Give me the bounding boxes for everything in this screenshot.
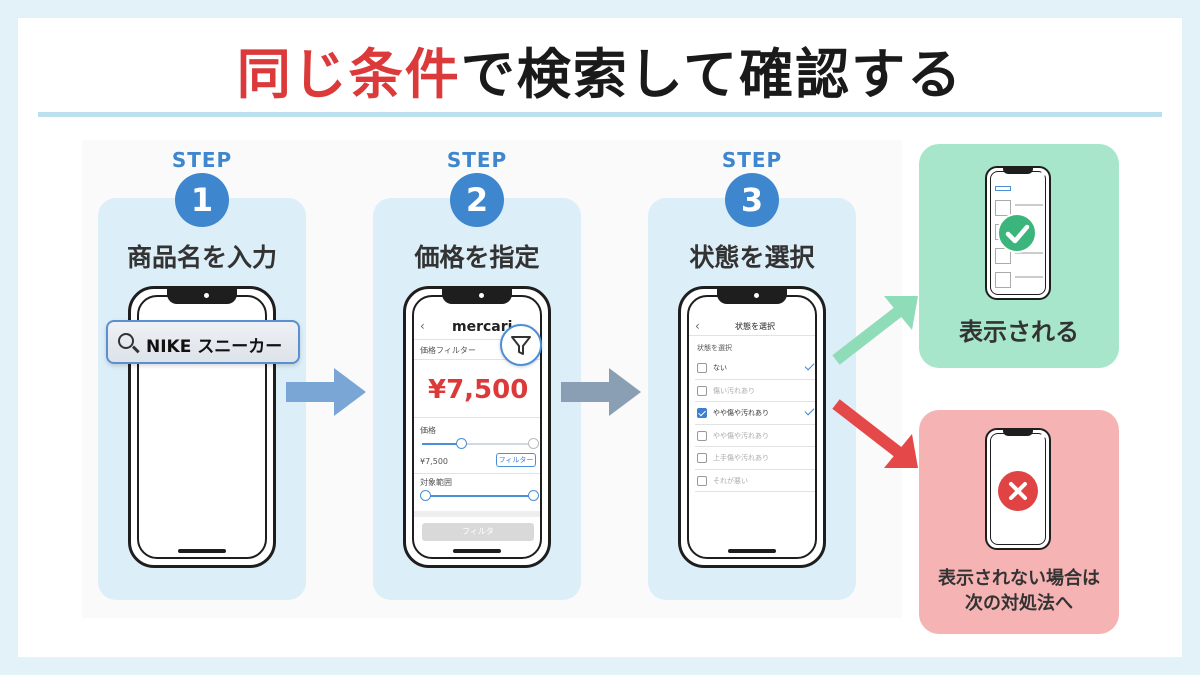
price-slider-max-handle[interactable] bbox=[528, 438, 539, 449]
step-2-word: STEP bbox=[446, 148, 508, 172]
mini-thumb bbox=[995, 200, 1011, 216]
funnel-shape bbox=[511, 336, 531, 355]
check-icon bbox=[804, 360, 815, 371]
check-icon bbox=[804, 405, 815, 416]
range-max-handle[interactable] bbox=[528, 490, 539, 501]
step-3-phone: ‹ 状態を選択 状態を選択 ない傷い汚れありやや傷や汚れありやや傷や汚れあり上手… bbox=[678, 286, 826, 568]
divider bbox=[414, 417, 540, 418]
check-circle-icon bbox=[997, 213, 1037, 253]
row-divider bbox=[695, 446, 815, 447]
range-slider bbox=[426, 495, 532, 497]
condition-label: 上手傷や汚れあり bbox=[713, 454, 769, 462]
condition-checkbox[interactable] bbox=[697, 363, 707, 373]
condition-label: それが悪い bbox=[713, 476, 748, 485]
back-chevron-icon[interactable]: ‹ bbox=[695, 319, 700, 333]
title-divider bbox=[38, 112, 1162, 117]
divider bbox=[414, 511, 540, 517]
fail-label: 表示されない場合は 次の対処法へ bbox=[919, 566, 1119, 616]
condition-option[interactable]: ない bbox=[689, 357, 815, 380]
fail-label-line1: 表示されない場合は bbox=[938, 568, 1100, 589]
price-label: 価格 bbox=[420, 426, 436, 435]
step-3-badge: 3 bbox=[725, 173, 779, 227]
condition-label: 傷い汚れあり bbox=[713, 386, 755, 395]
mini-line bbox=[1015, 276, 1043, 278]
condition-option[interactable]: やや傷や汚れあり bbox=[689, 425, 815, 447]
price-slider-fill bbox=[422, 443, 462, 445]
back-chevron-icon[interactable]: ‹ bbox=[420, 319, 425, 333]
condition-option[interactable]: 傷い汚れあり bbox=[689, 380, 815, 402]
title-rest: で検索して確認する bbox=[460, 43, 964, 106]
apply-filter-button[interactable]: フィルタ bbox=[422, 523, 534, 541]
range-min-handle[interactable] bbox=[420, 490, 431, 501]
condition-label: ない bbox=[713, 364, 727, 372]
condition-option[interactable]: 上手傷や汚れあり bbox=[689, 447, 815, 470]
arrow-right-icon bbox=[286, 368, 366, 416]
mini-line bbox=[1015, 204, 1043, 206]
condition-label: やや傷や汚れあり bbox=[713, 431, 769, 440]
phone-home-bar bbox=[728, 549, 776, 553]
search-input[interactable]: NIKE スニーカー bbox=[106, 320, 300, 364]
phone-notch bbox=[442, 288, 512, 304]
price-value: ¥7,500 bbox=[420, 457, 448, 466]
step-3-label: 状態を選択 bbox=[689, 243, 815, 272]
mini-line bbox=[1015, 252, 1043, 254]
price-slider-handle[interactable] bbox=[455, 438, 467, 449]
phone-notch bbox=[167, 288, 237, 304]
row-divider bbox=[695, 423, 815, 425]
mini-thumb bbox=[995, 248, 1011, 264]
header-divider bbox=[689, 335, 815, 336]
phone-notch bbox=[1003, 167, 1045, 177]
step-2-badge: 2 bbox=[450, 173, 504, 227]
phone-screen: ‹ 状態を選択 状態を選択 ない傷い汚れありやや傷や汚れありやや傷や汚れあり上手… bbox=[687, 295, 817, 559]
section-title: 状態を選択 bbox=[697, 344, 732, 352]
price-display: ¥7,500 bbox=[428, 375, 529, 405]
condition-label: やや傷や汚れあり bbox=[713, 409, 769, 417]
divider bbox=[414, 473, 540, 474]
phone-home-bar bbox=[178, 549, 226, 553]
arrow-right-icon bbox=[561, 368, 641, 416]
filter-button[interactable]: フィルター bbox=[496, 453, 536, 467]
phone-notch bbox=[717, 288, 787, 304]
phone-home-bar bbox=[453, 549, 501, 553]
condition-checkbox[interactable] bbox=[697, 430, 707, 441]
cross-circle-icon bbox=[998, 471, 1038, 511]
title-highlight: 同じ条件 bbox=[236, 43, 461, 106]
step-1-word: STEP bbox=[171, 148, 233, 172]
success-label: 表示される bbox=[959, 318, 1079, 346]
fail-label-line2: 次の対処法へ bbox=[965, 593, 1073, 614]
phone-notch bbox=[1003, 429, 1045, 439]
app-name: mercari bbox=[452, 319, 513, 335]
filter-funnel-icon[interactable] bbox=[500, 324, 542, 366]
screen-header: 状態を選択 bbox=[735, 322, 775, 331]
condition-checkbox[interactable] bbox=[697, 385, 707, 396]
step-3-word: STEP bbox=[721, 148, 783, 172]
condition-checkbox[interactable] bbox=[697, 453, 707, 463]
row-divider bbox=[695, 378, 815, 380]
condition-checkbox[interactable] bbox=[697, 408, 707, 418]
header-divider bbox=[414, 339, 540, 340]
row-divider bbox=[695, 468, 815, 470]
price-slider-track bbox=[422, 443, 536, 445]
filter-title: 価格フィルター bbox=[420, 346, 476, 355]
page-title: 同じ条件で検索して確認する bbox=[0, 30, 1200, 109]
condition-option[interactable]: それが悪い bbox=[689, 470, 815, 492]
step-1-badge: 1 bbox=[175, 173, 229, 227]
mini-thumb bbox=[995, 272, 1011, 288]
arrow-up-right-icon bbox=[832, 296, 918, 365]
step-2-label: 価格を指定 bbox=[414, 243, 540, 272]
row-divider bbox=[695, 401, 815, 402]
divider bbox=[414, 359, 540, 360]
range-label: 対象範囲 bbox=[420, 478, 452, 487]
step-1-label: 商品名を入力 bbox=[126, 243, 277, 272]
row-divider bbox=[695, 491, 815, 492]
condition-checkbox[interactable] bbox=[697, 475, 707, 486]
arrow-down-right-icon bbox=[832, 399, 918, 468]
mini-tag bbox=[995, 186, 1011, 191]
search-query: NIKE スニーカー bbox=[146, 337, 283, 357]
search-icon bbox=[118, 333, 134, 349]
condition-option[interactable]: やや傷や汚れあり bbox=[689, 402, 815, 425]
